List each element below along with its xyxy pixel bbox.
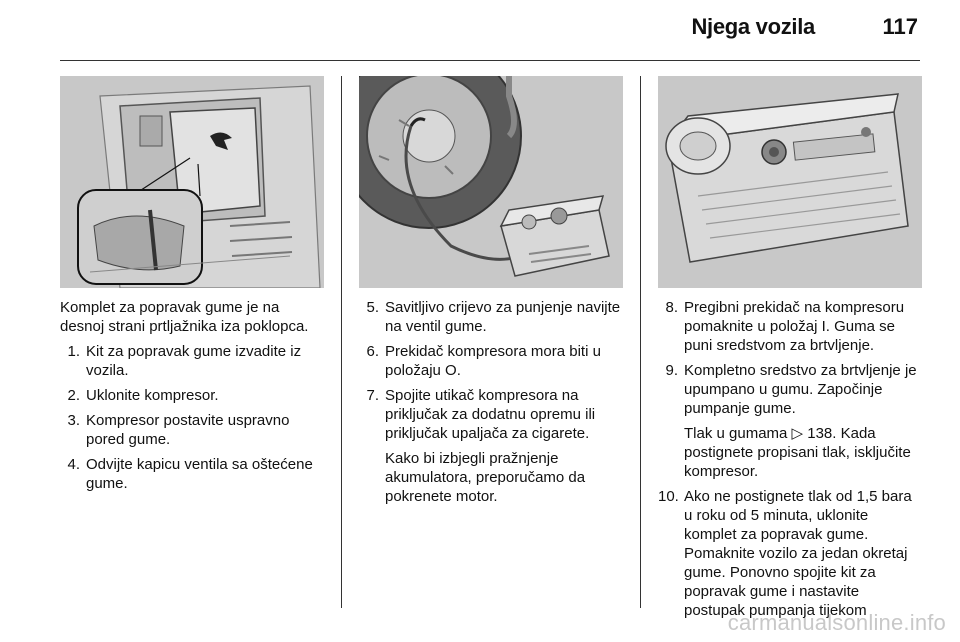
list-item-text: Odvijte kapicu ventila sa oštećene gume. bbox=[86, 456, 313, 492]
compressor-switch-illustration bbox=[658, 76, 922, 288]
column-divider bbox=[640, 76, 641, 608]
list-item-number: 5. bbox=[366, 299, 379, 316]
list-item-number: 7. bbox=[366, 387, 379, 404]
list-item-number: 6. bbox=[366, 343, 379, 360]
list-item-text: Pregibni prekidač na kompresoru pomaknit… bbox=[684, 299, 905, 354]
list-item-text: Kompletno sredstvo za brtvljenje je upum… bbox=[684, 362, 917, 417]
trunk-compartment-illustration bbox=[60, 76, 324, 288]
list-item: 6. Prekidač kompresora mora biti u polož… bbox=[359, 342, 625, 380]
compressor-hose-tyre-illustration bbox=[359, 76, 623, 288]
list-item-number: 1. bbox=[67, 343, 80, 360]
header-divider bbox=[60, 60, 920, 61]
list-item-number: 8. bbox=[665, 299, 678, 316]
list-item-number: 2. bbox=[67, 387, 80, 404]
list-item-number: 4. bbox=[67, 456, 80, 473]
list-item-text: Kit za popravak gume izvadite iz vozila. bbox=[86, 343, 302, 379]
list-item-text: Ako ne postignete tlak od 1,5 bara u rok… bbox=[684, 488, 912, 619]
list-item-number: 3. bbox=[67, 412, 80, 429]
column-3-text: 8. Pregibni prekidač na kompresoru pomak… bbox=[658, 298, 924, 626]
intro-paragraph: Komplet za popravak gume je na desnoj st… bbox=[60, 299, 309, 335]
list-item: 7. Spojite utikač kompresora na priključ… bbox=[359, 386, 625, 443]
page-number: 117 bbox=[882, 14, 919, 39]
list-item: 5. Savitljivo crijevo za punjenje navijt… bbox=[359, 298, 625, 336]
list-item-number: 9. bbox=[665, 362, 678, 379]
list-item: 9. Kompletno sredstvo za brtvljenje je u… bbox=[658, 361, 924, 418]
battery-note: Kako bi izbjegli pražnjenje akumulatora,… bbox=[385, 450, 586, 505]
list-item: 10. Ako ne postignete tlak od 1,5 bara u… bbox=[658, 487, 924, 620]
list-item-text: Spojite utikač kompresora na priključak … bbox=[385, 387, 596, 442]
column-divider bbox=[341, 76, 342, 608]
list-item-text: Prekidač kompresora mora biti u položaju… bbox=[385, 343, 601, 379]
page-title: Njega vozila bbox=[691, 14, 815, 39]
list-item-number: 10. bbox=[658, 488, 679, 505]
pressure-note: Tlak u gumama ▷ 138. Kada postignete pro… bbox=[684, 425, 911, 480]
watermark: carmanualsonline.info bbox=[727, 610, 946, 635]
list-item: 3. Kompresor postavite uspravno pored gu… bbox=[60, 411, 326, 449]
column-1-text: Komplet za popravak gume je na desnoj st… bbox=[60, 298, 326, 499]
list-item: 2. Uklonite kompresor. bbox=[60, 386, 326, 405]
list-item: 1. Kit za popravak gume izvadite iz vozi… bbox=[60, 342, 326, 380]
list-item: 4. Odvijte kapicu ventila sa oštećene gu… bbox=[60, 455, 326, 493]
list-item-text: Savitljivo crijevo za punjenje navijte n… bbox=[385, 299, 621, 335]
list-item-text: Kompresor postavite uspravno pored gume. bbox=[86, 412, 290, 448]
list-item: 8. Pregibni prekidač na kompresoru pomak… bbox=[658, 298, 924, 355]
list-item-text: Uklonite kompresor. bbox=[86, 387, 219, 404]
column-2-text: 5. Savitljivo crijevo za punjenje navijt… bbox=[359, 298, 625, 512]
